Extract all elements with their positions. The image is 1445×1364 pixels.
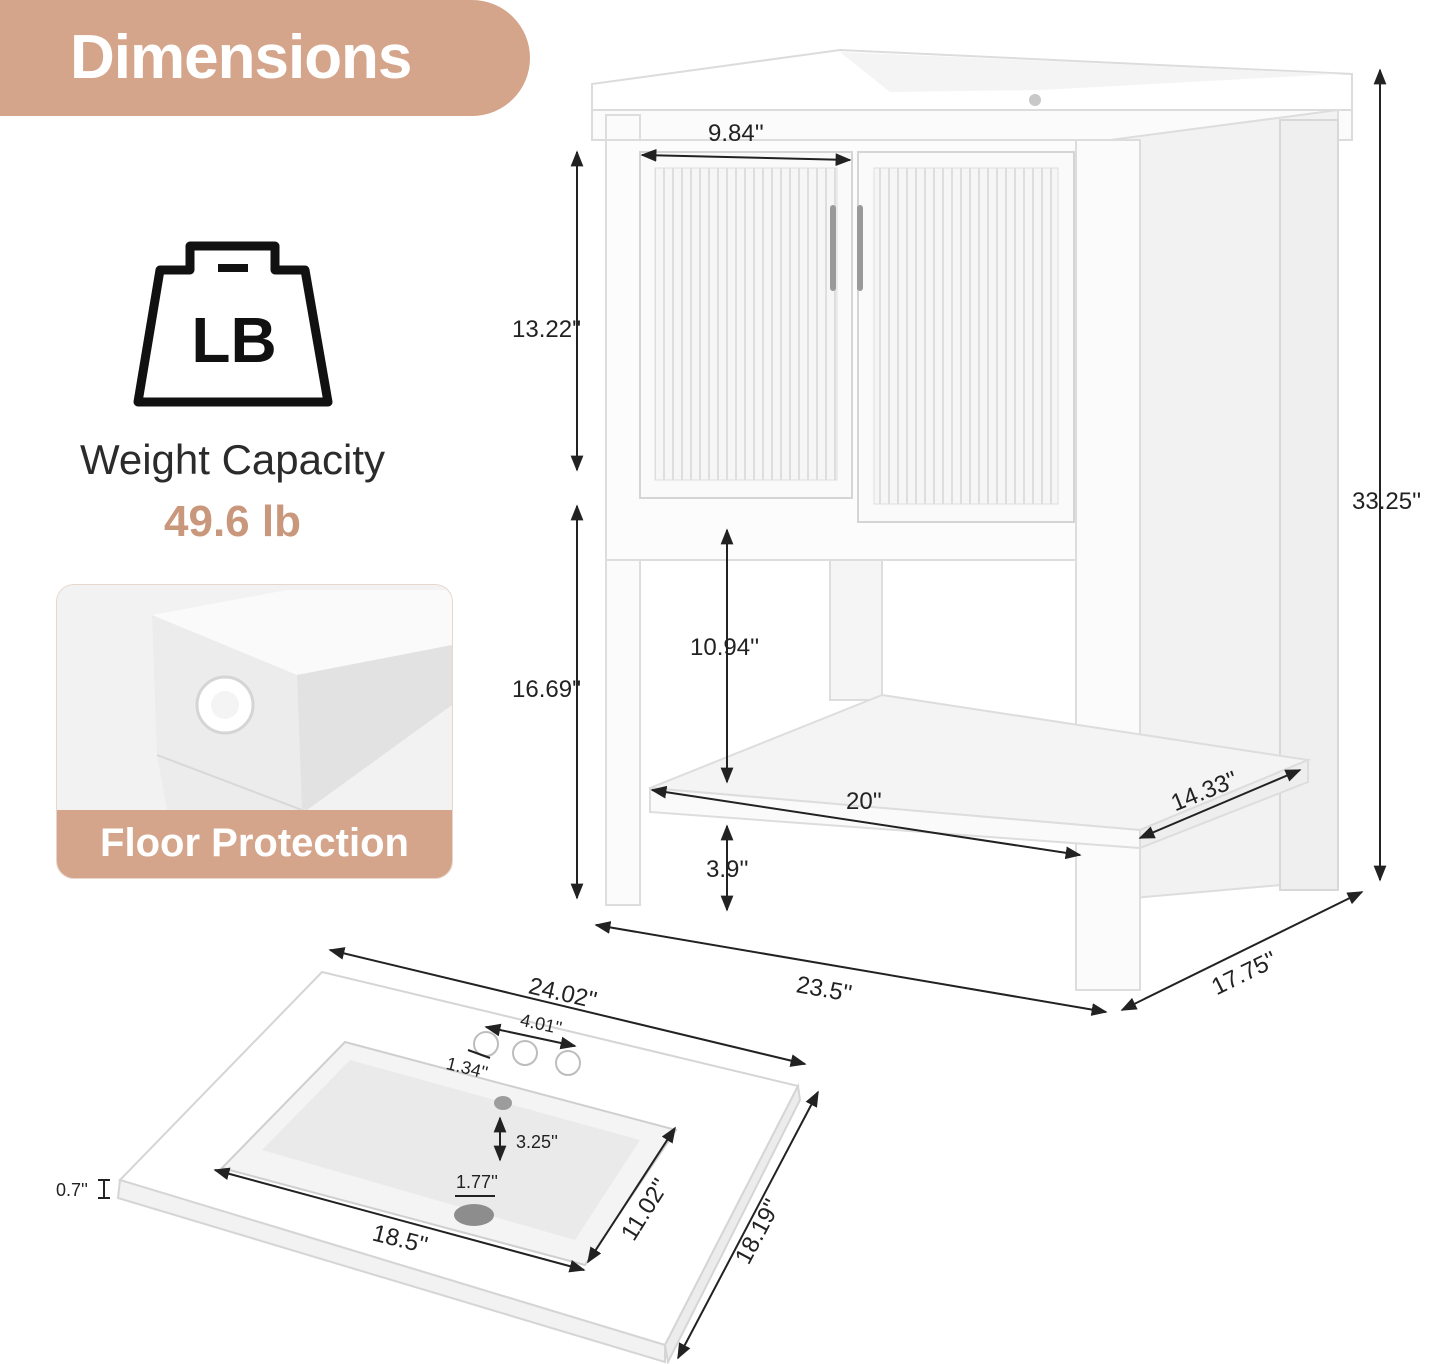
- faucet-hole-left-icon: [473, 1031, 499, 1057]
- sink-top: [116, 970, 802, 1364]
- weight-icon-text: LB: [191, 304, 276, 376]
- faucet-hole-center-icon: [512, 1040, 538, 1066]
- weight-capacity-value: 49.6 lb: [164, 497, 301, 546]
- page-title: Dimensions: [70, 23, 412, 92]
- cabinet-doors: [639, 151, 1075, 523]
- total-height-label: 33.25'': [1352, 488, 1422, 515]
- shelf-floor-label: 3.9'': [706, 856, 749, 883]
- leg-height-label: 16.69'': [512, 676, 582, 703]
- door-handle-right-icon: [857, 205, 863, 291]
- sink-thickness-label: 0.7'': [56, 1180, 88, 1200]
- drain-offset-label: 3.25'': [516, 1132, 558, 1152]
- door-handle-left-icon: [830, 205, 836, 291]
- leg-foot-image: [57, 585, 452, 810]
- drain-icon: [454, 1204, 494, 1226]
- weight-capacity-label: Weight Capacity: [79, 436, 386, 483]
- floor-protection-band: [57, 810, 452, 878]
- weight-icon: LB: [133, 241, 333, 407]
- door-width-label: 9.84'': [708, 120, 764, 147]
- drain-diameter-label: 1.77'': [456, 1172, 498, 1192]
- front-leg-right: [1075, 139, 1141, 991]
- floor-protection-label: Floor Protection: [100, 821, 409, 865]
- floor-protection-card: Floor Protection: [56, 584, 453, 879]
- cabinet-height-label: 13.22'': [512, 316, 582, 343]
- shelf-clearance-label: 10.94'': [690, 634, 760, 661]
- overflow-icon: [494, 1096, 512, 1110]
- title-banner: [0, 0, 530, 116]
- faucet-hole-right-icon: [555, 1050, 581, 1076]
- shelf-width-label: 20'': [846, 788, 882, 815]
